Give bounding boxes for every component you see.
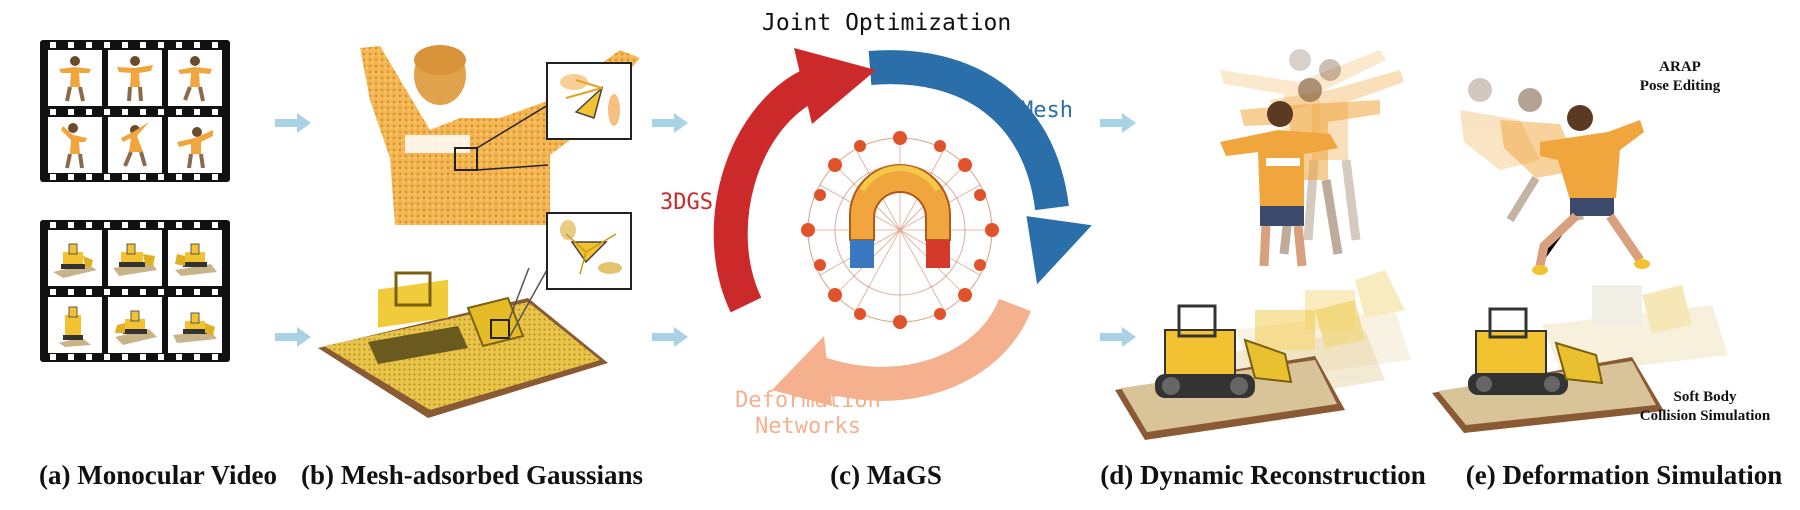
video-frame <box>168 297 222 353</box>
video-frame <box>168 117 222 173</box>
video-frame <box>168 50 222 106</box>
gaussian-bulldozer-figure <box>318 268 608 418</box>
film-perforations <box>40 172 230 182</box>
magnet-mesh-icon <box>801 131 999 329</box>
joint-optimization-label: Joint Optimization <box>762 10 1012 36</box>
flow-arrow-icon <box>652 327 688 347</box>
video-frame <box>48 50 102 106</box>
caption-mesh-adsorbed-gaussians: (b) Mesh-adsorbed Gaussians <box>300 460 644 490</box>
video-frame <box>48 297 102 353</box>
film-perforations <box>40 107 230 117</box>
film-strip-bulldozer <box>40 220 230 362</box>
soft-body-label-line2: Collision Simulation <box>1639 408 1771 424</box>
video-frame <box>108 297 162 353</box>
flow-arrow-icon <box>1100 113 1136 133</box>
video-frame <box>108 230 162 286</box>
joint-optimization-cycle <box>713 48 1092 406</box>
deformation-networks-label: Deformation Networks <box>735 388 881 440</box>
caption-mags: (c) MaGS <box>830 460 942 490</box>
zoom-inset-human <box>546 62 632 140</box>
arap-label-line2: Pose Editing <box>1639 78 1721 94</box>
film-perforations <box>40 287 230 297</box>
caption-deformation-simulation: (e) Deformation Simulation <box>1465 460 1783 490</box>
arap-edited-human <box>1460 78 1650 275</box>
video-frame <box>108 117 162 173</box>
film-perforations <box>40 352 230 362</box>
flow-arrow-icon <box>652 113 688 133</box>
soft-body-label-line1: Soft Body <box>1673 389 1737 405</box>
zoom-inset-bulldozer <box>546 212 632 290</box>
reconstructed-human-sequence <box>1220 49 1404 267</box>
deformation-label-line1: Deformation <box>735 388 881 413</box>
soft-body-collision-label: Soft Body Collision Simulation <box>1620 388 1790 426</box>
caption-monocular-video: (a) Monocular Video <box>39 460 277 490</box>
video-frame <box>108 50 162 106</box>
flow-arrow-icon <box>275 327 311 347</box>
soft-body-bulldozer <box>1432 285 1728 433</box>
film-strip-human <box>40 40 230 182</box>
arap-label-line1: ARAP <box>1659 59 1701 75</box>
mesh-label: Mesh <box>1020 98 1073 123</box>
arap-pose-editing-label: ARAP Pose Editing <box>1610 58 1750 96</box>
flow-arrow-icon <box>275 113 311 133</box>
video-frame <box>48 117 102 173</box>
video-frame <box>168 230 222 286</box>
caption-dynamic-reconstruction: (d) Dynamic Reconstruction <box>1100 460 1426 490</box>
3dgs-label: 3DGS <box>660 190 713 215</box>
film-perforations <box>40 220 230 230</box>
video-frame <box>48 230 102 286</box>
reconstructed-bulldozer-sequence <box>1115 270 1411 440</box>
deformation-label-line2: Networks <box>755 414 861 439</box>
flow-arrow-icon <box>1100 327 1136 347</box>
film-perforations <box>40 40 230 50</box>
